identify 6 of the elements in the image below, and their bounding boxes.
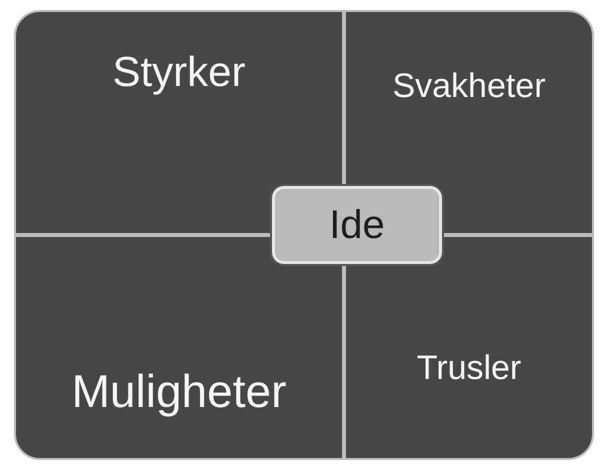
center-box	[272, 186, 442, 264]
quadrant-heading: Styrker	[112, 48, 246, 96]
quadrant-heading: Trusler	[416, 349, 522, 388]
center-label: Ide	[329, 202, 385, 248]
quadrant-heading: Muligheter	[72, 364, 286, 418]
quadrant-heading: Svakheter	[392, 67, 546, 106]
